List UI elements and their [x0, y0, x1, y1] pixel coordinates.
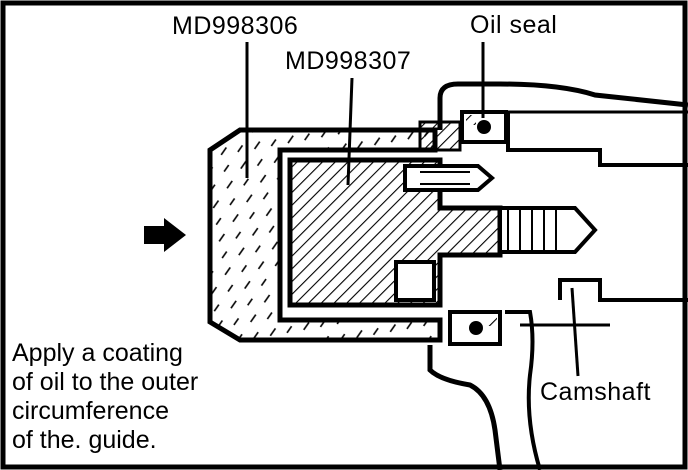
leader-camshaft [570, 287, 580, 377]
label-camshaft: Camshaft [540, 378, 651, 406]
label-md998307: MD998307 [285, 47, 412, 75]
installer-socket [394, 260, 436, 302]
label-oil-seal: Oil seal [470, 11, 558, 39]
label-md998306: MD998306 [172, 12, 299, 40]
camshaft-bolt [403, 164, 598, 254]
note-line: circumference [12, 397, 169, 425]
housing-bottom [427, 345, 503, 470]
housing-top-inner [506, 112, 688, 167]
guide-lip-top [418, 120, 462, 152]
arrow-right-icon [144, 218, 186, 252]
note-line: of oil to the outer [12, 368, 199, 396]
note-line: of the. guide. [12, 426, 157, 454]
housing-bottom-2 [505, 310, 542, 470]
housing-top [437, 81, 688, 130]
oil-seal-bottom [448, 310, 502, 346]
instruction-note: Apply a coating of oil to the outer circ… [12, 339, 198, 455]
housing-bottom-3 [558, 278, 688, 302]
leader-md998307 [346, 77, 354, 186]
note-line: Apply a coating [12, 339, 183, 367]
oil-seal-top [460, 110, 508, 144]
